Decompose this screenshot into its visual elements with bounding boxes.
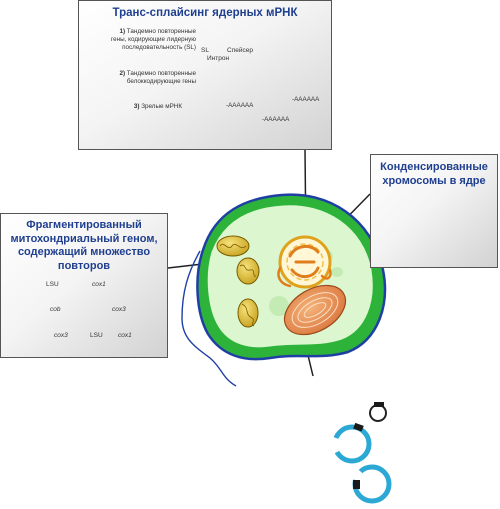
step1-line2: гены, кодирующие лидерную <box>110 36 196 43</box>
gene-cox1-1: cox1 <box>92 281 106 288</box>
mitochondrion-middle <box>236 257 260 285</box>
gene-cox3-1: cox3 <box>112 306 126 313</box>
gene-cox1-2: cox1 <box>118 332 132 339</box>
label-sl: SL <box>201 47 209 54</box>
minicircle-small <box>369 402 387 422</box>
step1-label: 1) Тандемно повторенные гены, кодирующие… <box>82 28 196 52</box>
mito-title-line2: митохондриальный геном, <box>10 232 158 245</box>
trans-splicing-title: Транс-сплайсинг ядерных мРНК <box>112 7 298 19</box>
gene-lsu-2: LSU <box>90 332 103 339</box>
chromosomes-title-line2: хромосомы в ядре <box>382 175 486 187</box>
flagellum <box>181 250 237 387</box>
step2-line2: белоккодирующие гены <box>126 78 196 85</box>
mito-genome-box: Фрагментированный митохондриальный геном… <box>0 213 168 358</box>
step1-line3: последовательность (SL) <box>122 44 196 51</box>
gene-lsu-1: LSU <box>46 281 59 288</box>
label-spacer: Спейсер <box>227 47 253 54</box>
polya-tail-3: -AAAAAA <box>262 116 290 123</box>
step3-number: 3) <box>133 103 140 110</box>
vesicle <box>269 296 289 316</box>
polya-tail-2: -AAAAAA <box>292 96 320 103</box>
nucleus <box>277 235 332 289</box>
mitochondrion-lower <box>237 298 259 328</box>
gene-cox3-2: cox3 <box>54 332 68 339</box>
chromosomes-title-line1: Конденсированные <box>380 161 488 173</box>
gene-cob: cob <box>50 306 61 313</box>
minicircle-large-2 <box>352 464 392 504</box>
mito-title-line3: содержащий множество <box>17 246 151 258</box>
mito-title-line4: повторов <box>57 259 111 272</box>
step2-number: 2) <box>119 70 126 77</box>
mito-genome-title: Фрагментированный митохондриальный геном… <box>1 219 167 273</box>
step2-line1: Тандемно повторенные <box>126 70 196 77</box>
step1-number: 1) <box>119 28 126 35</box>
mitochondrion-upper <box>216 235 250 257</box>
chromosomes-box: Конденсированные хромосомы в ядре <box>370 154 498 268</box>
step3-label: 3) Зрелые мРНК <box>82 103 182 111</box>
step2-label: 2) Тандемно повторенные белоккодирующие … <box>82 70 196 86</box>
vesicle <box>331 267 343 277</box>
chromosomes-title: Конденсированные хромосомы в ядре <box>371 160 497 188</box>
label-intron: Интрон <box>207 55 230 62</box>
polya-tail-1: -AAAAAA <box>226 102 254 109</box>
trans-splicing-box: Транс-сплайсинг ядерных мРНК <box>78 0 332 150</box>
step1-line1: Тандемно повторенные <box>126 28 196 35</box>
mito-title-line1: Фрагментированный <box>26 219 142 231</box>
step3-text: Зрелые мРНК <box>141 103 182 110</box>
plastid <box>283 284 347 336</box>
minicircle-large-1 <box>331 422 372 464</box>
